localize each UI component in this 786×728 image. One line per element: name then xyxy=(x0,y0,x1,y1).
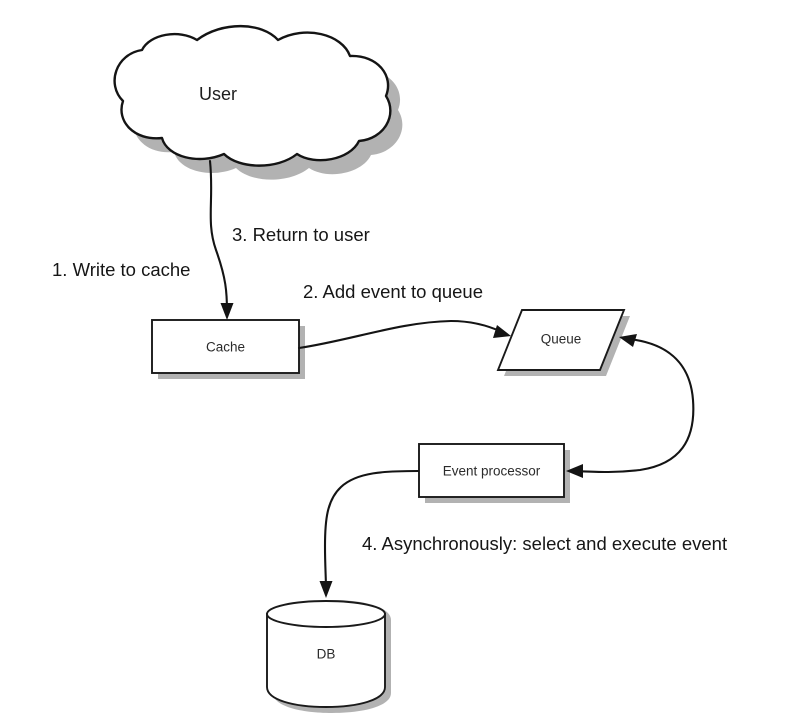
queue-shape xyxy=(496,309,626,371)
node-cache-label: Cache xyxy=(206,340,245,355)
edge-queue-event-processor-loop[interactable] xyxy=(566,334,695,478)
edge-label-write-to-cache: 1. Write to cache xyxy=(52,259,190,280)
event-processor-shape xyxy=(418,443,565,498)
edge-label-add-event-to-queue: 2. Add event to queue xyxy=(303,281,483,302)
db-body-shape xyxy=(266,613,386,708)
node-user[interactable]: User xyxy=(113,24,392,167)
edge-user-to-cache[interactable] xyxy=(208,159,234,320)
cache-shape xyxy=(151,319,300,374)
edge-label-return-to-user: 3. Return to user xyxy=(232,224,370,245)
edge-cache-to-queue-arrowhead xyxy=(493,325,511,338)
node-db[interactable]: DB xyxy=(266,600,386,708)
edge-user-to-cache-arrowhead xyxy=(220,303,234,320)
edge-loop-arrowhead-processor xyxy=(566,464,583,478)
node-queue-label: Queue xyxy=(541,332,582,347)
db-top-shape xyxy=(266,600,386,628)
cloud-shape xyxy=(113,24,392,167)
edge-event-processor-to-db[interactable] xyxy=(319,469,420,598)
edge-queue-event-processor-line xyxy=(574,337,695,474)
node-db-label: DB xyxy=(317,647,336,662)
node-cache[interactable]: Cache xyxy=(151,319,300,374)
node-event-processor-label: Event processor xyxy=(443,464,541,479)
edge-cache-to-queue[interactable] xyxy=(297,319,511,350)
edge-loop-arrowhead-queue xyxy=(619,334,637,347)
edge-event-processor-to-db-line xyxy=(323,469,420,591)
edge-user-to-cache-line xyxy=(208,159,229,314)
node-user-label: User xyxy=(199,84,237,104)
edge-event-processor-to-db-arrowhead xyxy=(319,581,333,598)
edge-cache-to-queue-line xyxy=(297,319,504,350)
node-queue[interactable]: Queue xyxy=(496,309,626,371)
node-event-processor[interactable]: Event processor xyxy=(418,443,565,498)
edge-label-async-select-execute: 4. Asynchronously: select and execute ev… xyxy=(362,533,727,554)
